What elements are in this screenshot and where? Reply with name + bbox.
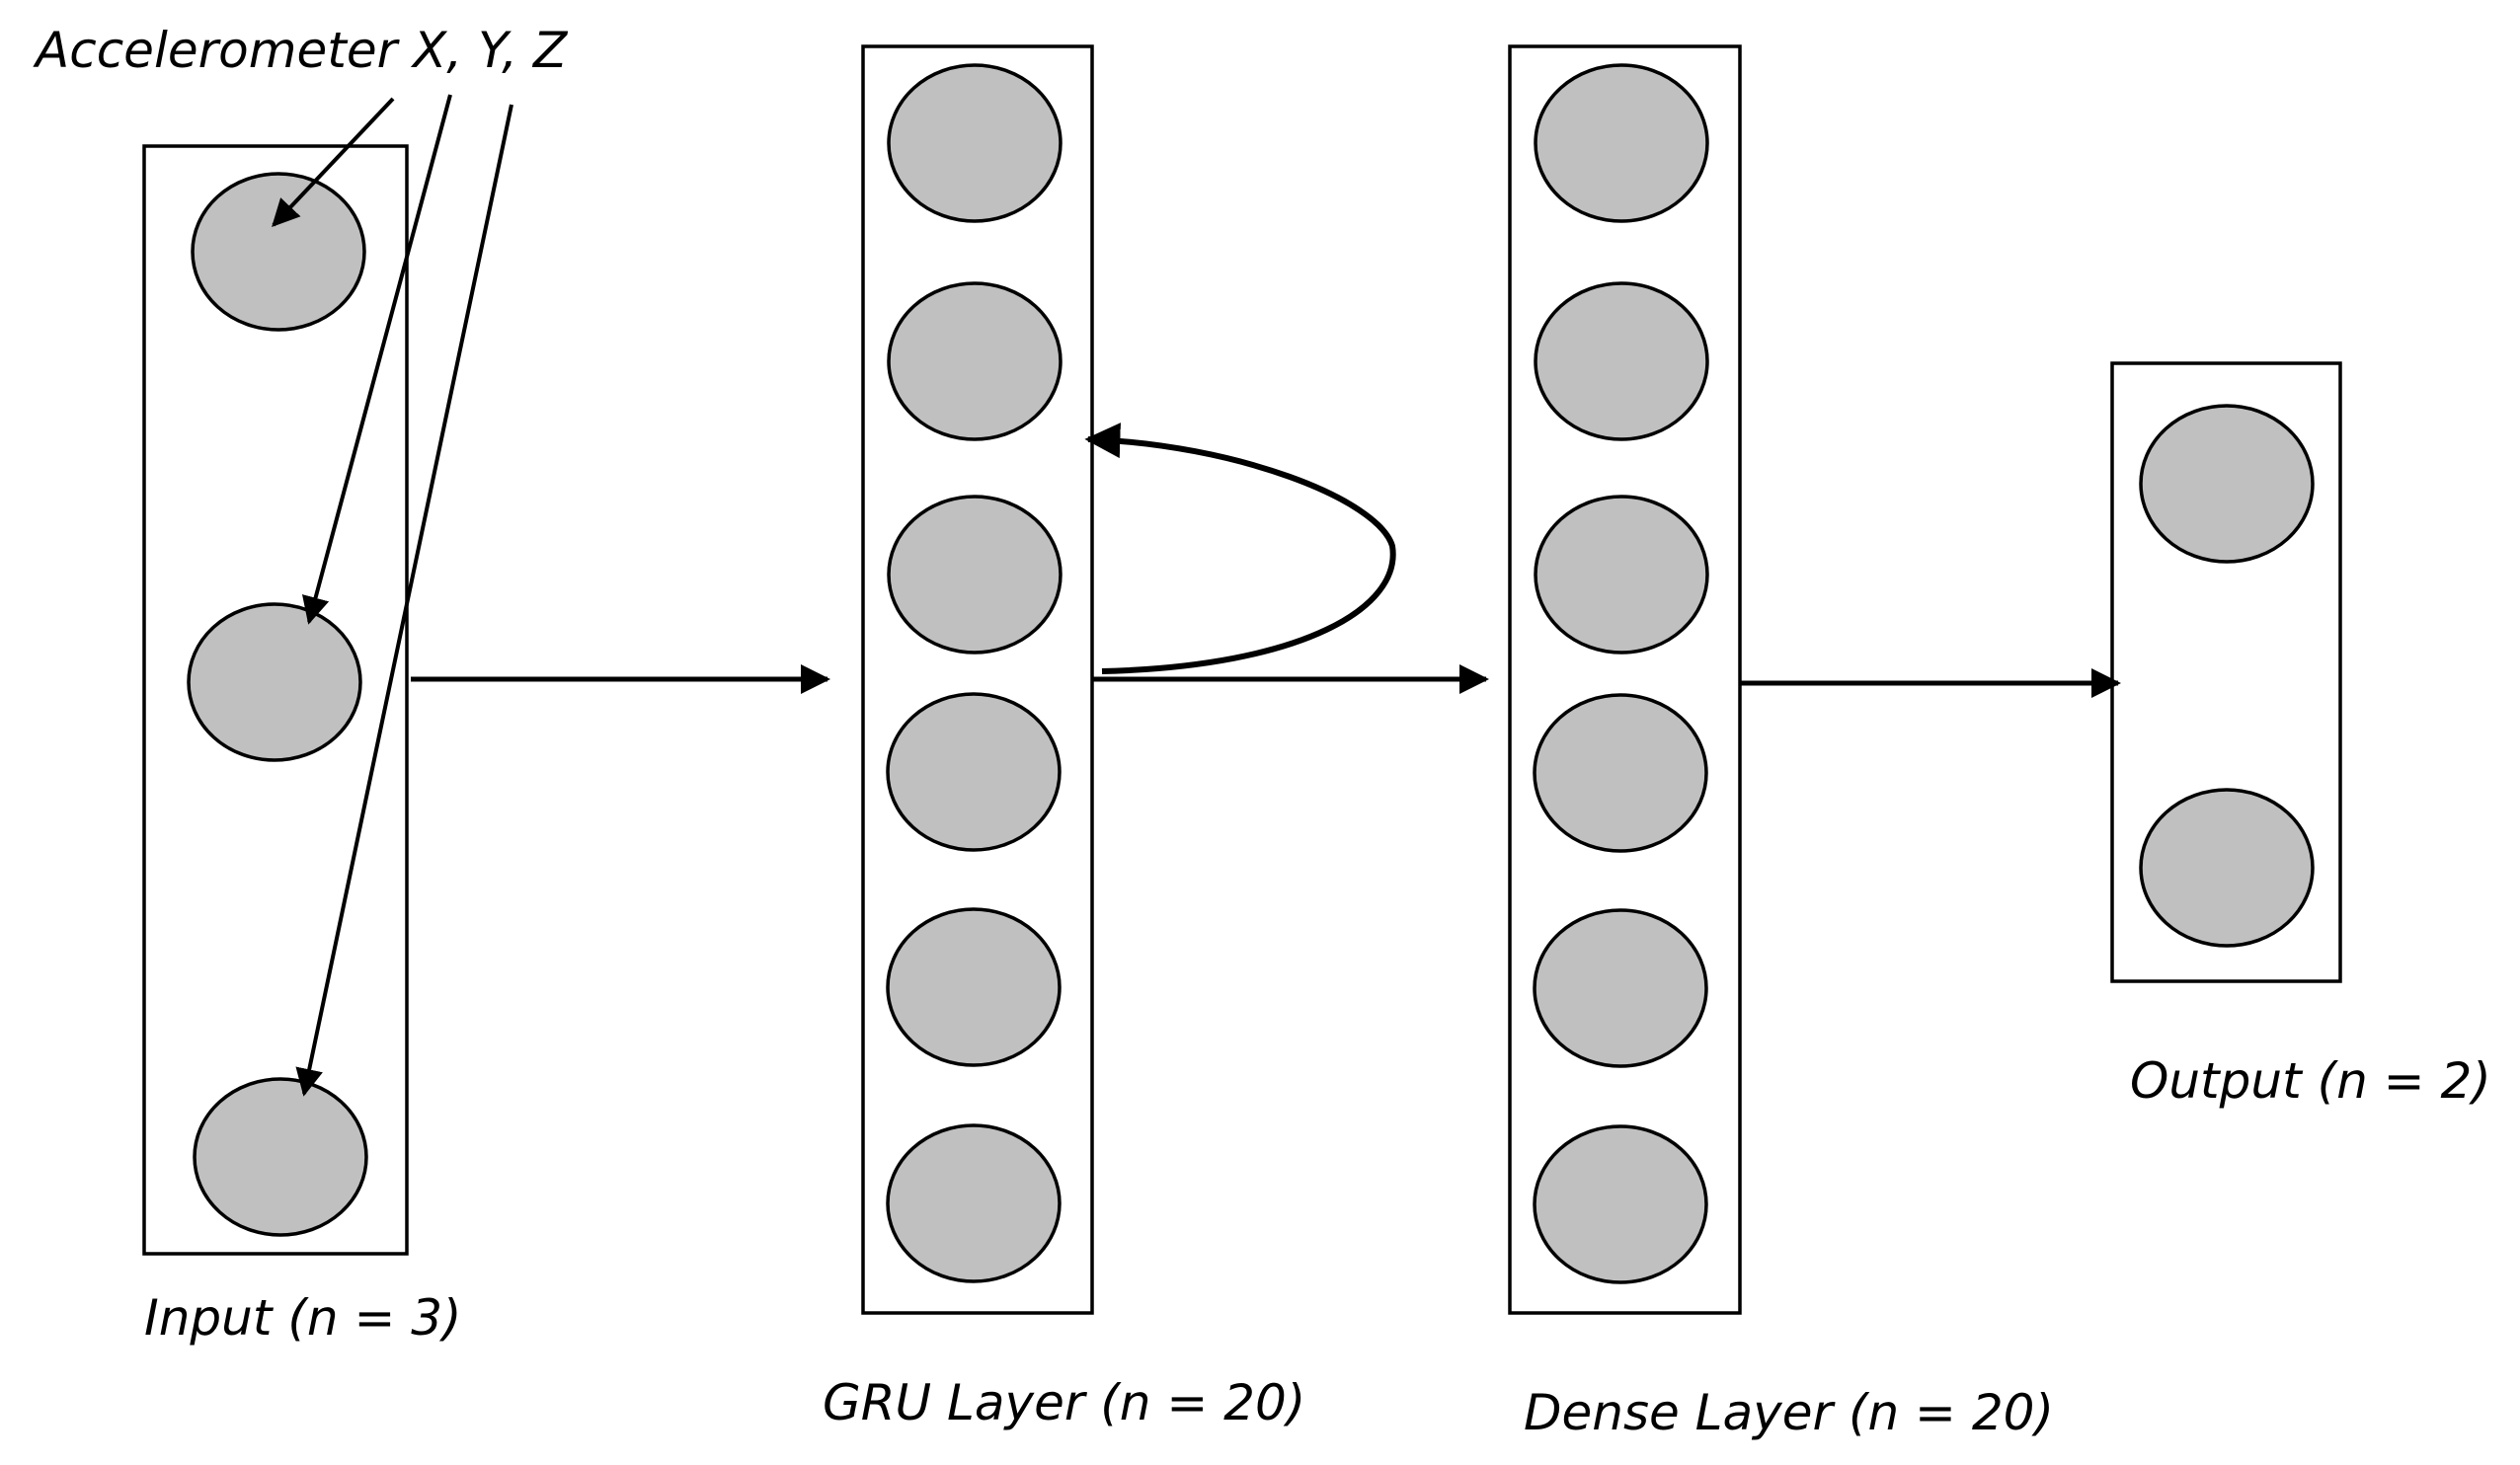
dense-node: [1533, 908, 1708, 1068]
input-node: [187, 602, 362, 762]
recurrent-loop-arrow: [1084, 423, 1396, 674]
sensor-x-pointer: [272, 97, 395, 228]
dense-layer: Dense Layer (n = 20): [1508, 44, 2054, 1441]
sensor-z-pointer: [295, 104, 513, 1097]
dense-layer-label: Dense Layer (n = 20): [1524, 1384, 2054, 1441]
gru-node: [886, 1123, 1062, 1283]
output-layer: Output (n = 2): [2110, 361, 2491, 1110]
sensor-y-pointer: [301, 94, 452, 625]
dense-node: [1534, 63, 1709, 223]
dense-node: [1533, 1124, 1708, 1284]
gru-node: [887, 63, 1063, 223]
dense-node: [1534, 281, 1709, 441]
gru-node: [887, 281, 1063, 441]
gru-layer: GRU Layer (n = 20): [823, 44, 1305, 1431]
output-layer-label: Output (n = 2): [2130, 1052, 2491, 1110]
gru-node: [887, 495, 1063, 655]
dense-node: [1534, 495, 1709, 655]
gru-node: [886, 692, 1062, 852]
sensor-label: Accelerometer X, Y, Z: [33, 22, 569, 79]
input-layer: Input (n = 3): [142, 144, 462, 1347]
output-node: [2139, 404, 2315, 564]
gru-layer-label: GRU Layer (n = 20): [823, 1374, 1305, 1431]
input-node: [191, 172, 366, 332]
dense-node: [1533, 693, 1708, 853]
input-layer-label: Input (n = 3): [144, 1289, 462, 1347]
gru-layer-box: [861, 44, 1094, 1315]
input-node: [193, 1077, 368, 1237]
gru-node: [886, 907, 1062, 1067]
output-node: [2139, 788, 2315, 948]
dense-layer-box: [1508, 44, 1742, 1315]
